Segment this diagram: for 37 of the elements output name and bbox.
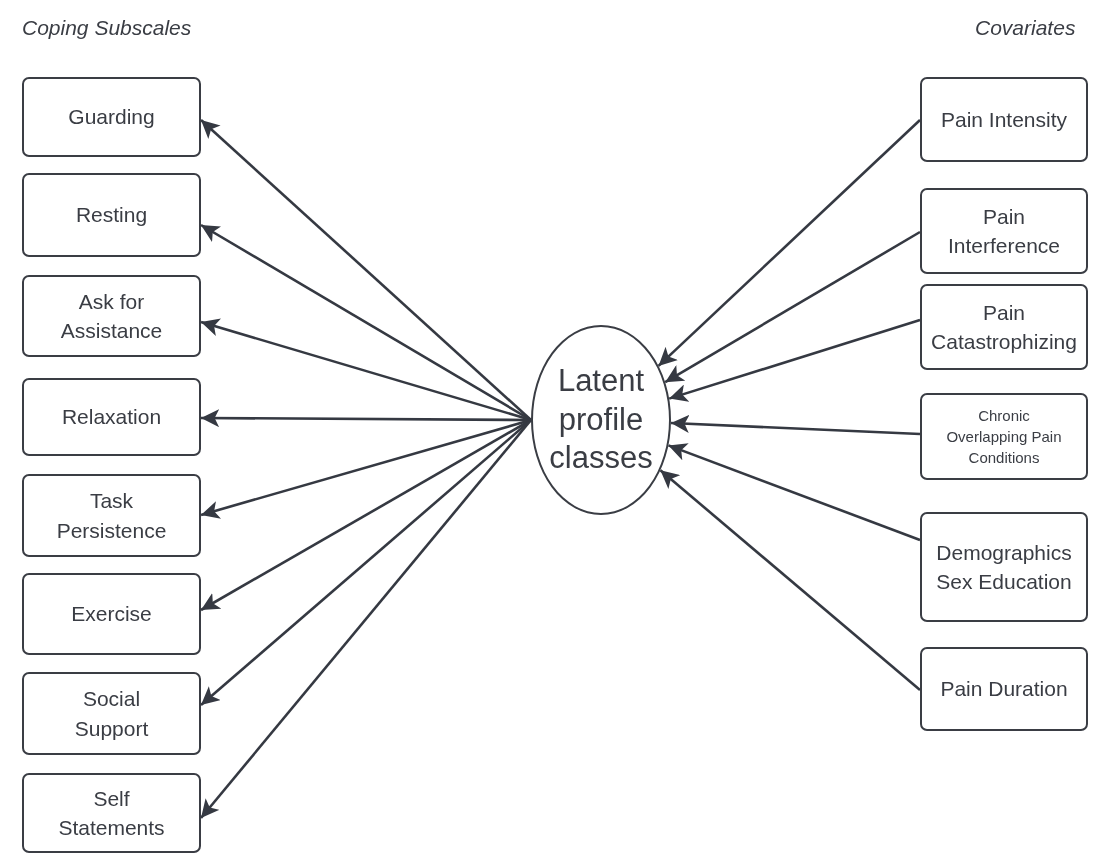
node-label: Pain Duration: [940, 676, 1068, 703]
rounded-box: [22, 573, 201, 655]
rounded-box: [920, 188, 1088, 274]
rounded-box: [22, 672, 201, 755]
column-heading: Coping Subscales: [22, 16, 192, 40]
node-label: Pain Catastrophizing: [930, 299, 1078, 355]
node-label: Relaxation: [61, 404, 162, 431]
node-label: Pain Intensity: [940, 106, 1068, 133]
node-label: Self Statements: [57, 785, 166, 841]
rounded-box: [920, 77, 1088, 162]
rounded-box: [22, 173, 201, 257]
node-label: Chronic Overlapping Pain Conditions: [945, 406, 1063, 468]
node-label: Social Support: [73, 686, 150, 742]
rounded-box: [22, 773, 201, 853]
rounded-box: [22, 77, 201, 157]
rounded-box: [920, 393, 1088, 480]
arrow: [657, 119, 921, 367]
rounded-box: [920, 512, 1088, 622]
rounded-box: [22, 275, 201, 357]
node-label: Guarding: [68, 104, 155, 131]
rounded-box: [22, 474, 201, 557]
node-label: Latent profile classes: [548, 361, 654, 478]
node-label: Exercise: [71, 601, 152, 628]
arrow: [659, 469, 921, 691]
arrow: [670, 414, 921, 436]
node-label: Ask for Assistance: [59, 288, 164, 344]
node-label: Pain Interference: [946, 203, 1062, 259]
arrow: [200, 119, 532, 421]
node-label: Task Persistence: [55, 488, 168, 544]
column-heading: Covariates: [975, 16, 1076, 40]
node-label: Resting: [75, 202, 148, 229]
arrow: [200, 419, 532, 819]
rounded-box: [920, 284, 1088, 370]
rounded-box: [22, 378, 201, 456]
rounded-box: [920, 647, 1088, 731]
node-label: Demographics Sex Education: [935, 539, 1073, 595]
arrow: [664, 230, 921, 384]
